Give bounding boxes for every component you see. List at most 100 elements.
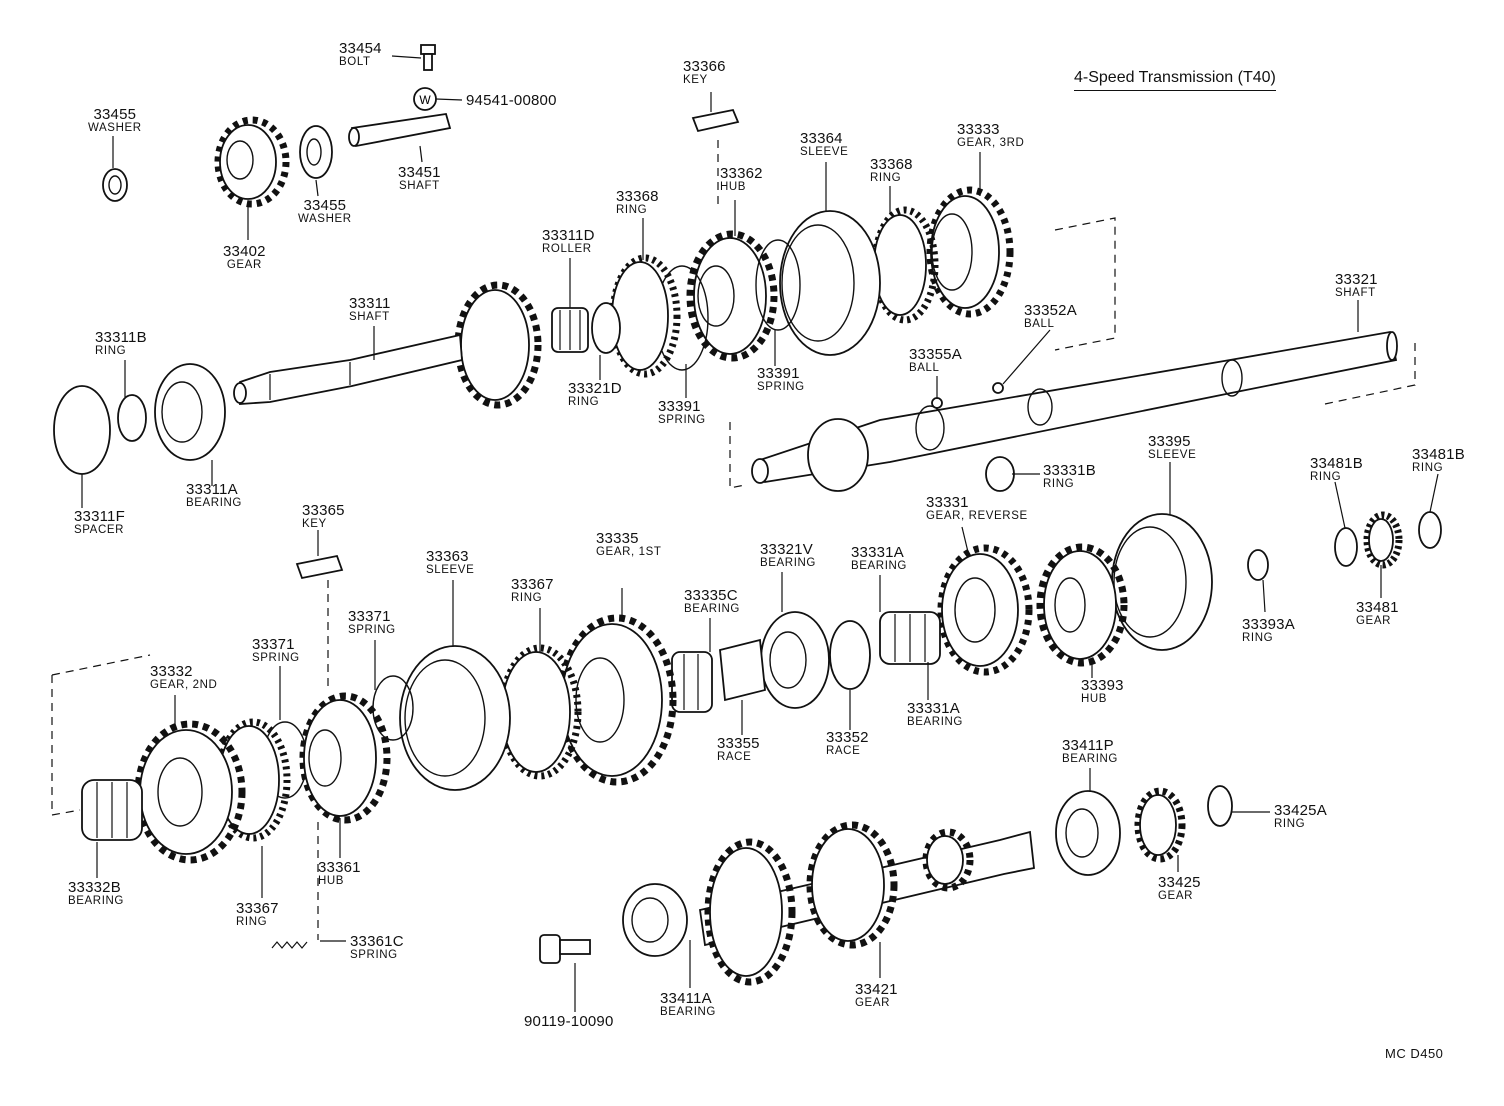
spring-33361C-drawing xyxy=(271,941,308,949)
gear-33421-drawing xyxy=(698,821,1035,986)
diagram-code: MC D450 xyxy=(1385,1046,1444,1061)
shaft-33311-drawing xyxy=(233,281,542,409)
shaft-33321-drawing xyxy=(751,330,1398,492)
hub-33361-drawing xyxy=(299,692,391,824)
dashed-assembly-lines xyxy=(51,140,1416,940)
bearing-33332B-drawing xyxy=(81,779,143,841)
gear-33335-1st-drawing xyxy=(557,614,677,786)
ring-33368-right-drawing xyxy=(871,206,939,324)
sleeve-33363-drawing xyxy=(399,645,511,791)
ring-33331B-drawing xyxy=(985,456,1015,492)
ring-33321D-drawing xyxy=(591,302,621,354)
race-33355-drawing xyxy=(719,638,766,702)
part-label-94541-00800: 94541-00800 xyxy=(466,92,557,109)
ball-33352A-drawing xyxy=(992,382,1004,394)
bearing-33321V-drawing xyxy=(760,611,830,709)
ring-33368-left-drawing xyxy=(609,254,681,378)
gear-33331-reverse-drawing xyxy=(937,544,1033,676)
washer-33455-right xyxy=(299,125,333,179)
hub-33362-drawing xyxy=(686,230,778,362)
gear-33333-3rd-drawing xyxy=(926,186,1014,318)
bearing-33335C-drawing xyxy=(671,651,713,713)
key-33365-drawing xyxy=(295,554,344,580)
leader-lines xyxy=(81,55,1439,1012)
key-33366-drawing xyxy=(691,108,740,133)
ring-33425A-drawing xyxy=(1207,785,1233,827)
bearing-33311A-drawing xyxy=(154,363,226,461)
hub-33393-drawing xyxy=(1036,543,1128,667)
bearing-33331A-drawing xyxy=(879,611,941,665)
bearing-33411A-drawing xyxy=(622,883,688,957)
ring-33481B-left-drawing xyxy=(1334,527,1358,567)
washer-symbol-94541: W xyxy=(413,87,437,111)
bearing-33411P-drawing xyxy=(1055,790,1121,876)
ring-33481B-right-drawing xyxy=(1418,511,1442,549)
svg-text:W: W xyxy=(419,93,431,107)
gear-33425-drawing xyxy=(1134,787,1186,863)
gear-33402-drawing xyxy=(214,116,290,208)
washer-33455-left xyxy=(102,168,128,202)
ring-33393A-drawing xyxy=(1247,549,1269,581)
diagram-title: 4-Speed Transmission (T40) xyxy=(1074,69,1276,91)
roller-33311D-drawing xyxy=(551,307,589,353)
sleeve-33395-drawing xyxy=(1111,513,1213,651)
part-label-90119-10090: 90119-10090 xyxy=(524,1013,614,1030)
race-33352-drawing xyxy=(829,620,871,690)
spacer-33311F-drawing xyxy=(53,385,111,475)
bolt-90119-drawing xyxy=(539,934,591,964)
gear-33481-drawing xyxy=(1363,511,1403,569)
shaft-33451-drawing xyxy=(348,112,452,148)
ball-33355A-drawing xyxy=(931,397,943,409)
